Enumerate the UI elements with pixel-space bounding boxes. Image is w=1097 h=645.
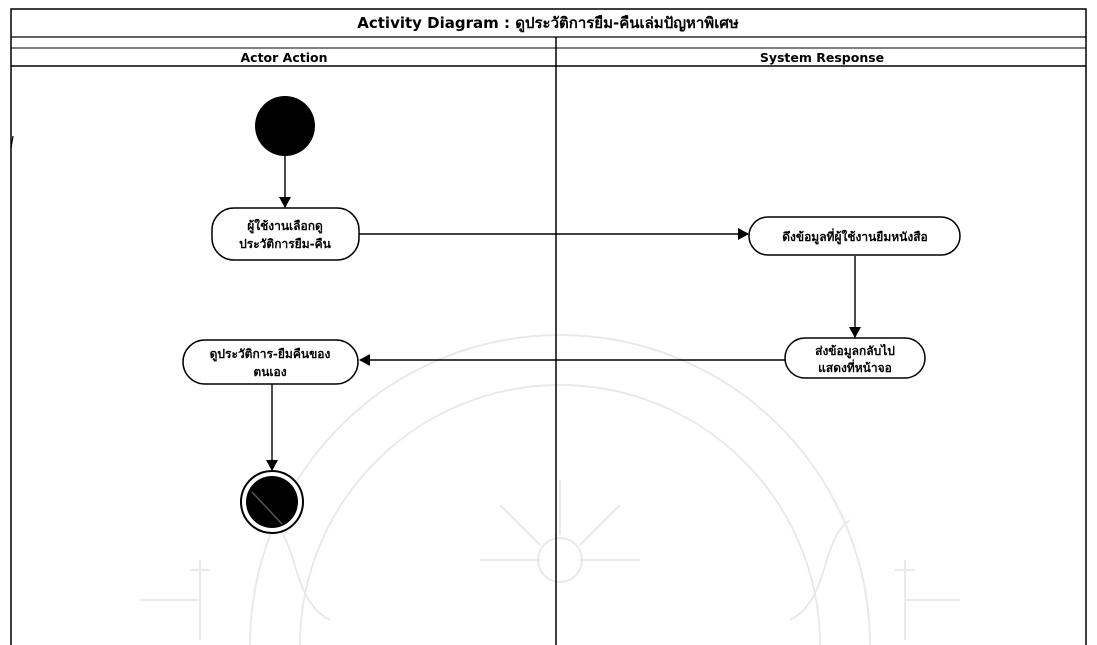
final-node xyxy=(240,470,304,534)
action-send-data-line2: แสดงที่หน้าจอ xyxy=(818,359,892,375)
initial-node xyxy=(255,96,315,156)
action-fetch-borrow-data-line1: ดึงข้อมูลที่ผู้ใช้งานยืมหนังสือ xyxy=(782,228,928,245)
control-flows xyxy=(266,156,861,471)
action-view-own-history: ดูประวัติการ-ยืมคืนของ ตนเอง xyxy=(182,339,359,385)
action-send-data-line1: ส่งข้อมูลกลับไป xyxy=(815,343,895,359)
action-fetch-borrow-data: ดึงข้อมูลที่ผู้ใช้งานยืมหนังสือ xyxy=(748,216,961,256)
diagram-title: Activity Diagram : ดูประวัติการยืม-คืนเล… xyxy=(357,14,739,33)
lane-header-system-response: System Response xyxy=(760,50,884,65)
action-send-data-to-screen: ส่งข้อมูลกลับไป แสดงที่หน้าจอ xyxy=(784,337,926,379)
lane-header-actor-action: Actor Action xyxy=(241,50,328,65)
action-select-history: ผู้ใช้งานเลือกดู ประวัติการยืม-คืน xyxy=(211,207,360,261)
action-select-history-line1: ผู้ใช้งานเลือกดู xyxy=(247,218,323,234)
watermark-emblem xyxy=(140,334,960,645)
action-select-history-line2: ประวัติการยืม-คืน xyxy=(239,237,331,251)
action-view-own-history-line2: ตนเอง xyxy=(253,365,286,379)
frame xyxy=(10,8,1087,645)
action-view-own-history-line1: ดูประวัติการ-ยืมคืนของ xyxy=(210,347,331,362)
stray-mark xyxy=(10,135,14,149)
